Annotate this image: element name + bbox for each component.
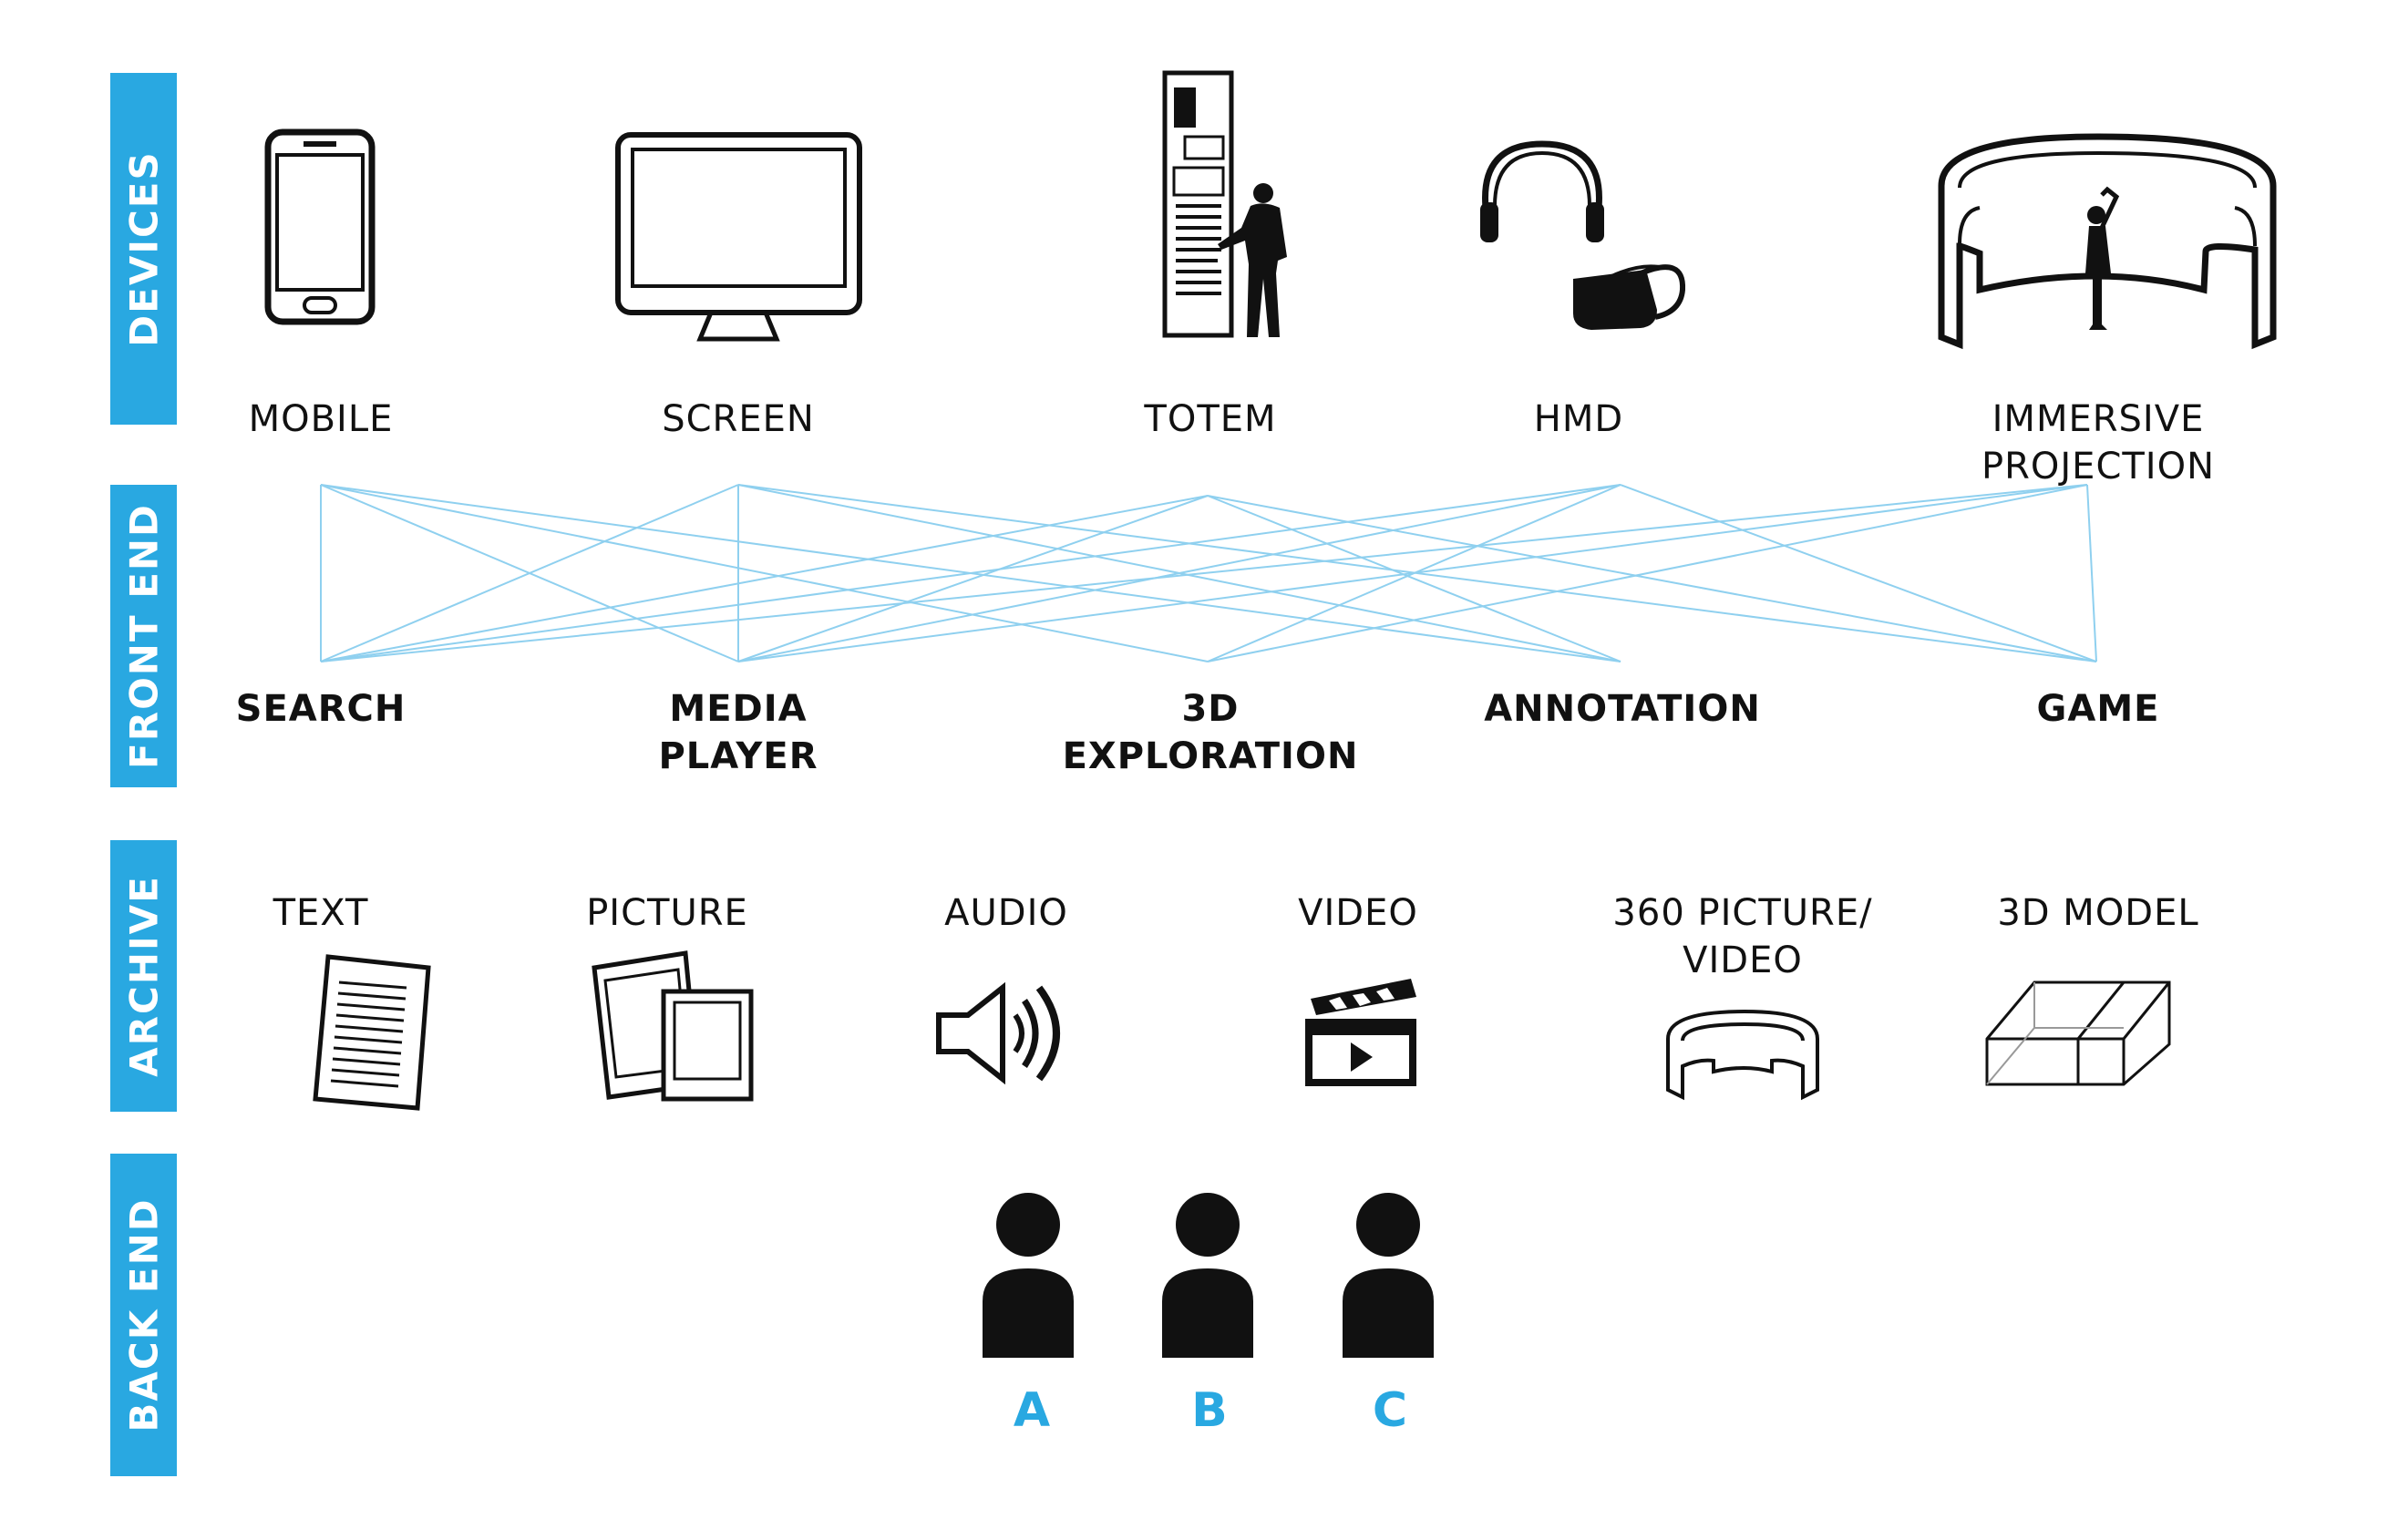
section-back-end-bar: BACK END xyxy=(110,1154,177,1476)
picture-icon xyxy=(592,950,754,1102)
connection-lines xyxy=(320,484,2097,662)
totem-icon xyxy=(1162,70,1287,338)
user-label-c: C xyxy=(1372,1383,1408,1438)
archive-label-360-line1: 360 PICTURE/ xyxy=(1612,892,1873,934)
hmd-icon xyxy=(1480,140,1686,330)
panorama-360-icon xyxy=(1666,1009,1819,1101)
device-label-totem: TOTEM xyxy=(1144,398,1277,440)
section-devices-bar: DEVICES xyxy=(110,73,177,425)
screen-icon xyxy=(615,132,862,342)
user-b-icon xyxy=(1162,1193,1253,1358)
frontend-label-game: GAME xyxy=(2036,688,2160,730)
user-label-a: A xyxy=(1013,1383,1051,1438)
user-c-icon xyxy=(1343,1193,1434,1358)
immersive-projection-icon xyxy=(1938,133,2277,350)
archive-label-picture: PICTURE xyxy=(586,892,748,934)
device-label-immersive: IMMERSIVE PROJECTION xyxy=(1981,395,2215,490)
archive-label-audio: AUDIO xyxy=(944,892,1068,934)
mobile-icon xyxy=(264,128,376,325)
device-label-screen: SCREEN xyxy=(662,398,815,440)
archive-label-text: TEXT xyxy=(273,892,369,934)
video-icon xyxy=(1305,979,1416,1086)
section-front-end-bar: FRONT END xyxy=(110,485,177,787)
frontend-label-media-line1: MEDIA xyxy=(669,688,808,730)
archive-label-360: 360 PICTURE/ VIDEO xyxy=(1612,889,1872,984)
device-label-hmd: HMD xyxy=(1533,398,1624,440)
frontend-label-media-player: MEDIA PLAYER xyxy=(658,685,818,780)
text-document-icon xyxy=(313,954,431,1111)
frontend-label-search: SEARCH xyxy=(235,688,407,730)
device-label-immersive-line1: IMMERSIVE xyxy=(1992,398,2205,440)
frontend-label-3d-line1: 3D xyxy=(1181,688,1240,730)
archive-label-360-line2: VIDEO xyxy=(1683,939,1803,981)
device-label-mobile: MOBILE xyxy=(248,398,394,440)
frontend-label-annotation: ANNOTATION xyxy=(1484,688,1761,730)
archive-label-3d-model: 3D MODEL xyxy=(1997,892,2199,934)
frontend-label-3d-line2: EXPLORATION xyxy=(1062,735,1359,777)
user-label-b: B xyxy=(1191,1383,1228,1438)
audio-icon xyxy=(936,981,1060,1085)
section-archive-bar: ARCHIVE xyxy=(110,840,177,1112)
user-a-icon xyxy=(983,1193,1074,1358)
device-label-immersive-line2: PROJECTION xyxy=(1981,446,2216,488)
frontend-label-media-line2: PLAYER xyxy=(658,735,818,777)
frontend-label-3d-exploration: 3D EXPLORATION xyxy=(1063,685,1359,780)
3d-model-icon xyxy=(1985,980,2171,1086)
archive-label-video: VIDEO xyxy=(1298,892,1418,934)
